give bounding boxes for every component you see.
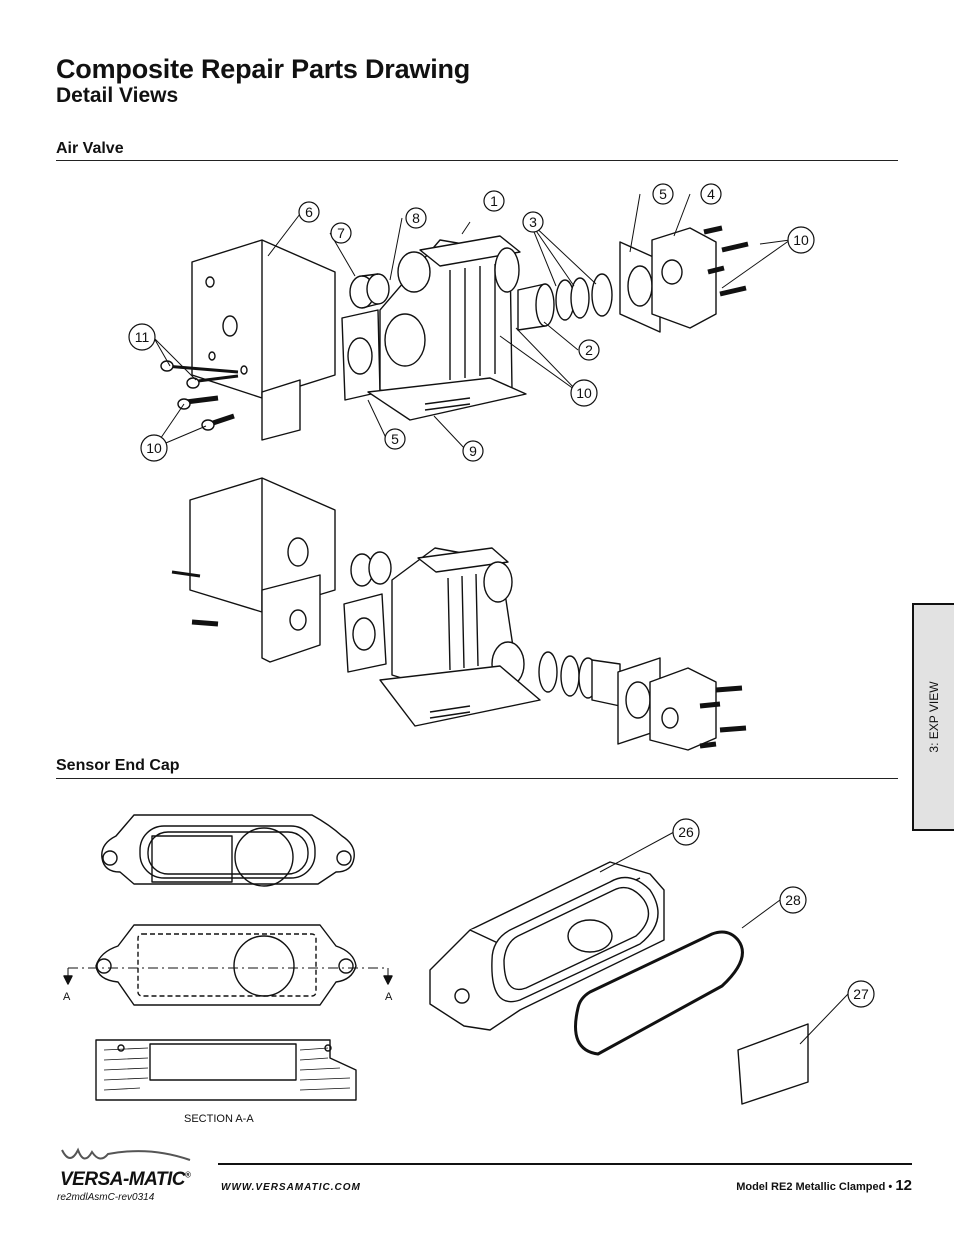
sensor-end-cap-isometric-view [429, 861, 809, 1105]
callout-2: 2 [585, 342, 593, 358]
model-page-info: Model RE2 Metallic Clamped • 12 [736, 1177, 912, 1194]
callout-27: 27 [853, 986, 869, 1002]
section-view-caption: SECTION A-A [184, 1113, 254, 1125]
callout-1: 1 [490, 193, 498, 209]
registered-mark: ® [185, 1170, 191, 1180]
brand-logo[interactable]: VERSA-MATIC® [60, 1169, 191, 1191]
side-tab[interactable]: 3: EXP VIEW [912, 603, 954, 831]
callout-4: 4 [707, 186, 715, 202]
callout-circles [128, 183, 875, 1008]
callout-28: 28 [785, 892, 801, 908]
versa-matic-logo-mark [61, 1147, 191, 1161]
callout-6: 6 [305, 204, 313, 220]
section-rule-sensor-end-cap [56, 778, 898, 779]
callout-11: 11 [135, 329, 150, 345]
callout-26: 26 [678, 824, 694, 840]
sensor-end-cap-front-view [63, 924, 393, 1006]
document-code: re2mdlAsmC-rev0314 [57, 1192, 155, 1203]
callout-3: 3 [529, 214, 537, 230]
callout-10-left: 10 [146, 440, 162, 456]
model-name: Model RE2 Metallic Clamped • [736, 1181, 896, 1193]
callout-10-right: 10 [793, 232, 809, 248]
website-link[interactable]: WWW.VERSAMATIC.COM [221, 1182, 361, 1193]
air-valve-exploded-view [160, 225, 749, 441]
leader-lines [153, 193, 849, 1045]
section-heading-sensor-end-cap: Sensor End Cap [56, 757, 180, 774]
callout-5-right: 5 [659, 186, 667, 202]
callout-8: 8 [412, 210, 420, 226]
callout-5-left: 5 [391, 431, 399, 447]
section-marker-right: A [385, 991, 393, 1003]
page-title: Composite Repair Parts Drawing [56, 54, 471, 84]
page-number: 12 [895, 1177, 912, 1194]
footer-rule [218, 1163, 912, 1165]
page-subtitle: Detail Views [56, 84, 179, 107]
air-valve-assembled-view [171, 477, 747, 751]
sensor-end-cap-top-view [101, 814, 355, 887]
section-marker-left: A [63, 991, 71, 1003]
callout-9: 9 [469, 443, 477, 459]
sensor-end-cap-section-view [95, 1039, 357, 1101]
callout-10-center: 10 [576, 385, 592, 401]
section-heading-air-valve: Air Valve [56, 140, 124, 157]
brand-name: VERSA-MATIC [60, 1169, 186, 1190]
callout-7: 7 [337, 225, 345, 241]
section-rule-air-valve [56, 160, 898, 161]
